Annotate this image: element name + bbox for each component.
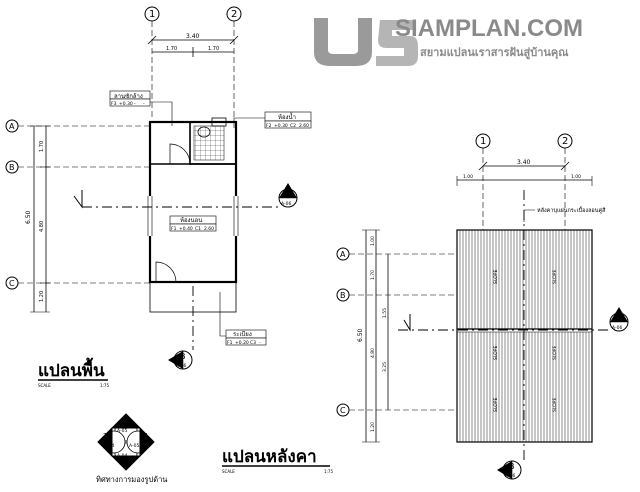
svg-text:1.70: 1.70 (370, 270, 376, 280)
svg-text:1: 1 (123, 460, 128, 469)
logo-tagline: สยามแปลนเราสารฝันสู่บ้านคุณ (420, 46, 569, 60)
svg-text:ห้องนอน: ห้องนอน (180, 217, 202, 224)
roof-grid-label-a: A (340, 250, 346, 259)
roof-plan (336, 133, 610, 460)
roof-grid-label-2: 2 (562, 136, 568, 147)
grid-label-1: 1 (149, 9, 155, 20)
svg-text:4: 4 (143, 432, 148, 441)
dim-total-depth: 6.50 (25, 210, 32, 224)
svg-text:A-06: A-06 (612, 325, 622, 331)
roof-dim-left: 1.00 (463, 174, 473, 180)
room-tag-laundry: ลานซักล้าง F3 +0.30 - - (109, 90, 151, 107)
svg-text:-: - (134, 102, 136, 107)
svg-text:SLOPE: SLOPE (552, 398, 558, 412)
svg-text:A: A (615, 313, 621, 322)
dim-v-1: 1.70 (39, 141, 45, 152)
svg-text:A-06: A-06 (176, 363, 186, 369)
svg-text:SLOPE: SLOPE (493, 270, 499, 284)
svg-text:C3: C3 (250, 340, 256, 346)
dim-v-3: 1.20 (39, 291, 45, 302)
roof-dim-depth: 6.50 (357, 328, 364, 342)
roof-corrugation (459, 230, 590, 442)
roof-dim-width: 3.40 (517, 159, 531, 166)
dim-total-width: 3.40 (186, 33, 200, 40)
roof-outline (456, 229, 593, 443)
roof-dim-right: 1.00 (571, 174, 581, 180)
svg-text:SLOPE: SLOPE (552, 346, 558, 360)
svg-text:1.20: 1.20 (370, 422, 376, 432)
section-marker-b-floor: B A-06 (168, 350, 193, 370)
section-marker-b-roof: B A-06 (497, 460, 522, 480)
grid-label-c: C (9, 279, 15, 288)
svg-text:1.55: 1.55 (382, 308, 388, 318)
svg-text:F2: F2 (266, 123, 272, 129)
svg-text:B: B (180, 352, 186, 361)
roof-plan-title: แปลนหลังคา (222, 447, 317, 467)
elevation-key-caption: ทิศทางการมองรูปด้าน (96, 475, 167, 484)
svg-text:B: B (509, 462, 515, 471)
svg-text:+0.20: +0.20 (235, 340, 249, 346)
svg-text:2.60: 2.60 (204, 226, 214, 232)
svg-text:ห้องน้ำ: ห้องน้ำ (278, 111, 296, 121)
svg-text:A-04: A-04 (104, 443, 114, 449)
floor-scale-value: 1:75 (100, 383, 109, 388)
room-tag-porch: ระเบียง F1 +0.20 C3 - (225, 329, 267, 346)
floor-plan-labels: 1 2 3.40 1.70 1.70 A B C 6.50 1.70 4.80 … (9, 9, 312, 388)
svg-text:A-05: A-05 (129, 443, 139, 449)
svg-text:A-05: A-05 (117, 428, 127, 434)
section-marker-a-roof: A A-06 (609, 307, 629, 332)
svg-text:A: A (284, 189, 290, 198)
svg-text:1.00: 1.00 (370, 236, 376, 246)
svg-text:A-06: A-06 (281, 201, 291, 207)
siamplan-logo: SIAMPLAN.COM สยามแปลนเราสารฝันสู่บ้านคุณ (314, 15, 583, 66)
elevation-key-labels: 3 2 4 1 A-05 A-04 A-05 A-04 ทิศทางการมอง… (96, 414, 167, 484)
svg-text:C2: C2 (290, 123, 296, 129)
svg-text:C1: C1 (195, 226, 201, 232)
svg-text:A-06: A-06 (505, 473, 515, 479)
dim-seg-1: 1.70 (166, 46, 177, 52)
floor-plan-title: แปลนพื้น (38, 357, 105, 381)
svg-text:SLOPE: SLOPE (493, 398, 499, 412)
svg-text:2.60: 2.60 (299, 123, 309, 129)
roof-grid-label-1: 1 (480, 136, 486, 147)
svg-text:ระเบียง: ระเบียง (233, 330, 252, 338)
svg-text:+0.30: +0.30 (119, 101, 133, 107)
grid-label-2: 2 (231, 9, 237, 20)
svg-text:A-04: A-04 (117, 453, 127, 459)
dim-v-2: 4.80 (39, 221, 45, 232)
roof-plan-labels: 1 2 3.40 1.00 1.00 A B C 6.50 1.00 1.70 … (222, 136, 606, 474)
room-tag-bathroom: ห้องน้ำ F2 +0.30 C2 2.60 (264, 111, 312, 129)
svg-text:-: - (259, 341, 261, 346)
logo-brand: SIAMPLAN.COM (395, 15, 583, 42)
svg-text:3: 3 (123, 414, 128, 423)
svg-text:SLOPE: SLOPE (552, 270, 558, 284)
section-marker-a-floor: A A-06 (278, 183, 298, 208)
svg-text:3.25: 3.25 (382, 362, 388, 372)
svg-text:-: - (143, 102, 145, 107)
svg-text:2: 2 (103, 432, 108, 441)
floor-scale-label: SCALE (38, 383, 51, 388)
svg-text:4.80: 4.80 (370, 348, 376, 358)
svg-text:SCALE: SCALE (222, 469, 235, 474)
roof-grid-label-c: C (340, 406, 346, 415)
svg-text:+0.30: +0.30 (274, 123, 288, 129)
svg-text:ลานซักล้าง: ลานซักล้าง (114, 93, 143, 100)
svg-text:F3: F3 (111, 101, 117, 107)
svg-text:SLOPE: SLOPE (493, 346, 499, 360)
grid-label-b: B (9, 163, 15, 172)
roof-note: หลังคาบุแผ่นกระเบื้องลอนคู่สี (537, 206, 606, 214)
svg-text:F1: F1 (171, 226, 177, 232)
room-tag-bedroom: ห้องนอน F1 +0.40 C1 2.60 (169, 215, 217, 232)
grid-label-a: A (9, 122, 15, 131)
elevation-key (97, 413, 155, 471)
svg-text:1:75: 1:75 (324, 469, 333, 474)
svg-text:+0.40: +0.40 (179, 226, 193, 232)
dim-seg-2: 1.70 (208, 46, 219, 52)
svg-text:F1: F1 (227, 340, 233, 346)
floor-plan (5, 6, 280, 350)
roof-grid-label-b: B (340, 291, 346, 300)
